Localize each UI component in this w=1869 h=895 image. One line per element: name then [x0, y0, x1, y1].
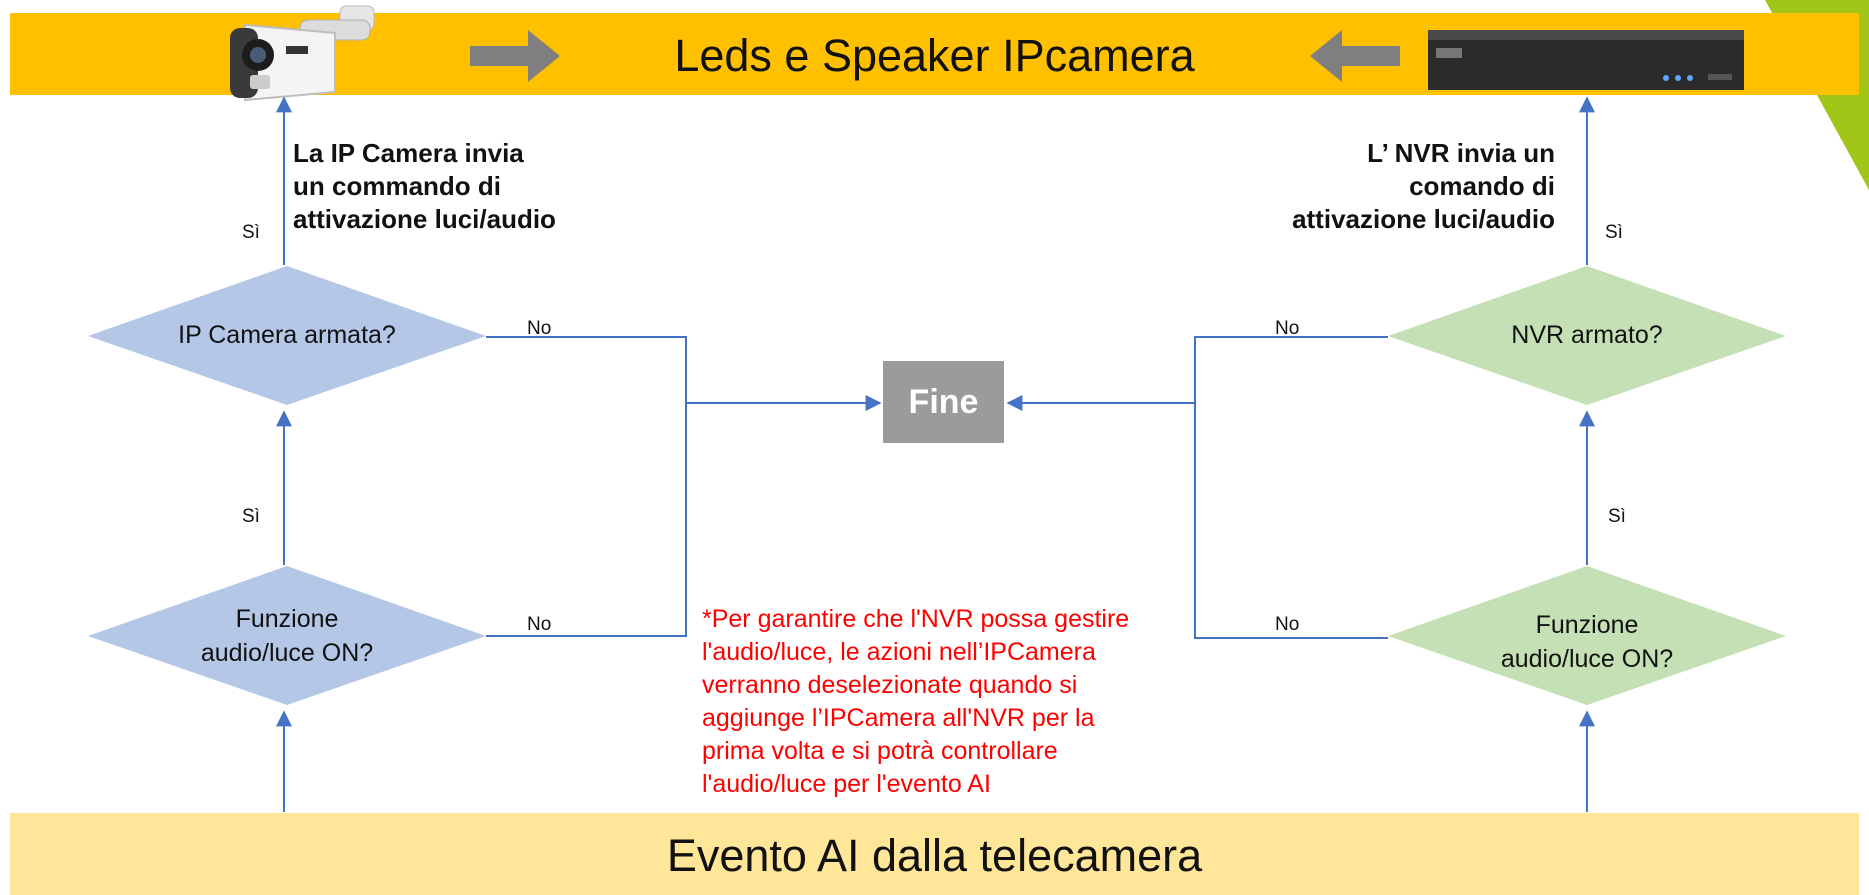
right-action-line3: attivazione luci/audio: [1292, 204, 1555, 234]
arrow-left-icon: [1310, 30, 1400, 82]
no-label-left-top: No: [527, 318, 552, 339]
bullet-camera-icon: [230, 5, 375, 102]
note-line: *Per garantire che l'NVR possa gestire: [702, 605, 1130, 633]
note-line: l'audio/luce per l'evento AI: [702, 770, 991, 798]
no-label-right-top: No: [1275, 318, 1300, 339]
bottom-banner: Evento AI dalla telecamera: [10, 813, 1859, 895]
left-action-line1: La IP Camera invia: [293, 138, 524, 168]
end-node: Fine: [883, 361, 1004, 443]
bottom-banner-title: Evento AI dalla telecamera: [666, 830, 1203, 881]
note-line: verranno deselezionate quando si: [702, 671, 1078, 699]
right-action-line1: L’ NVR invia un: [1367, 138, 1555, 168]
decision-nvr-armed: [1388, 266, 1786, 405]
right-action-line2: comando di: [1409, 171, 1555, 201]
nvr-recorder-icon: [1428, 30, 1744, 90]
note-text: *Per garantire che l'NVR possa gestire l…: [702, 603, 1182, 801]
yes-label-left-bottom: Sì: [242, 506, 260, 527]
decision-ip-camera-armed: [88, 266, 486, 405]
note-line: l'audio/luce, le azioni nell’IPCamera: [702, 638, 1096, 666]
decision-function-left: [88, 566, 486, 705]
decision-label-ip-camera-armed: IP Camera armata?: [178, 321, 396, 349]
note-line: aggiunge l’IPCamera all'NVR per la: [702, 704, 1095, 732]
yes-label-right-top: Sì: [1605, 222, 1623, 243]
yes-label-right-bottom: Sì: [1608, 506, 1626, 527]
decision-label-function-right-line2: audio/luce ON?: [1500, 645, 1674, 673]
top-banner-title: Leds e Speaker IPcamera: [674, 30, 1195, 81]
no-label-left-bottom: No: [527, 614, 552, 635]
yes-label-left-top: Sì: [242, 222, 260, 243]
note-line: prima volta e si potrà controllare: [702, 737, 1058, 765]
decision-label-function-right-line1: Funzione: [1535, 611, 1639, 639]
no-label-right-bottom: No: [1275, 614, 1300, 635]
decision-label-function-left-line1: Funzione: [235, 605, 339, 633]
decision-function-right: [1388, 566, 1786, 705]
decision-label-function-left-line2: audio/luce ON?: [200, 639, 374, 667]
decision-label-nvr-armed: NVR armato?: [1511, 321, 1663, 349]
left-action-line3: attivazione luci/audio: [293, 204, 556, 234]
left-action-line2: un commando di: [293, 171, 501, 201]
arrow-right-icon: [470, 30, 560, 82]
